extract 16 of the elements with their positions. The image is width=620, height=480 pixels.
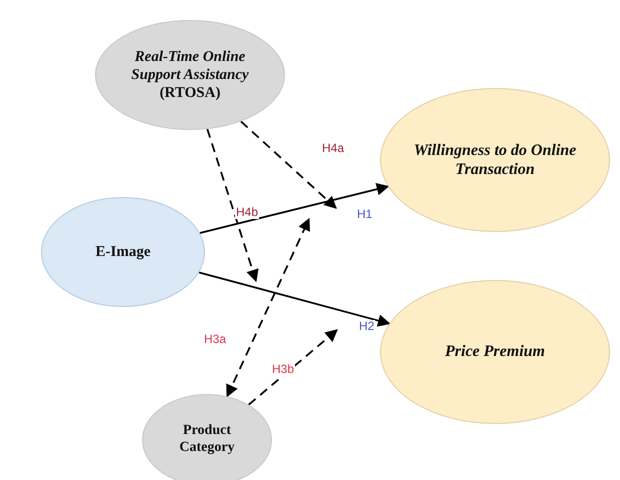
edge-label: H3b (271, 363, 296, 376)
construct-label: Price Premium (445, 342, 545, 362)
edge-label: H4b (235, 206, 260, 220)
edge-label: H3a (203, 333, 228, 346)
moderation-arrow (240, 120, 337, 209)
construct-label: (RTOSA) (160, 84, 220, 102)
construct-label: Real-Time Online Support Assistancy (130, 48, 250, 84)
path-arrow (198, 272, 391, 327)
moderation-arrow (226, 218, 310, 398)
construct-label: Product Category (178, 423, 236, 457)
edge-label: H4a (321, 142, 346, 156)
moderation-arrow (248, 329, 338, 406)
path-arrow (200, 183, 390, 234)
construct-label: Willingness to do Online Transaction (412, 140, 578, 180)
construct-label: E-Image (96, 243, 150, 261)
moderation-arrow (206, 128, 259, 282)
